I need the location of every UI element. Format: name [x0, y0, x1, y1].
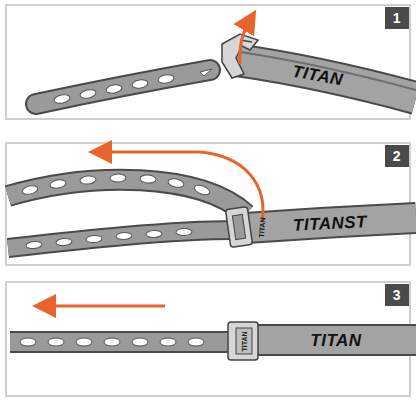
brand-mark: TITAN [241, 331, 248, 351]
step-badge [385, 7, 409, 29]
strap-body [236, 52, 416, 98]
direction-arrow [44, 305, 165, 308]
panel-frame [6, 143, 410, 265]
strap-end [10, 338, 232, 346]
direction-arrow [100, 152, 263, 222]
buckle [225, 207, 252, 248]
direction-arrow [240, 20, 250, 64]
callout-number: 2 [393, 149, 401, 163]
callout-number: 1 [393, 11, 401, 25]
brand-mark: TITAN [310, 332, 361, 349]
step-badge [385, 145, 409, 167]
panel-frame [6, 282, 410, 396]
step-badge [385, 284, 409, 306]
buckle [228, 322, 258, 360]
panel-frame [6, 5, 410, 119]
brand-mark: TITANST [293, 213, 368, 234]
strap-loop [8, 174, 246, 249]
callout-number: 3 [393, 288, 401, 302]
strap-end [36, 69, 212, 105]
